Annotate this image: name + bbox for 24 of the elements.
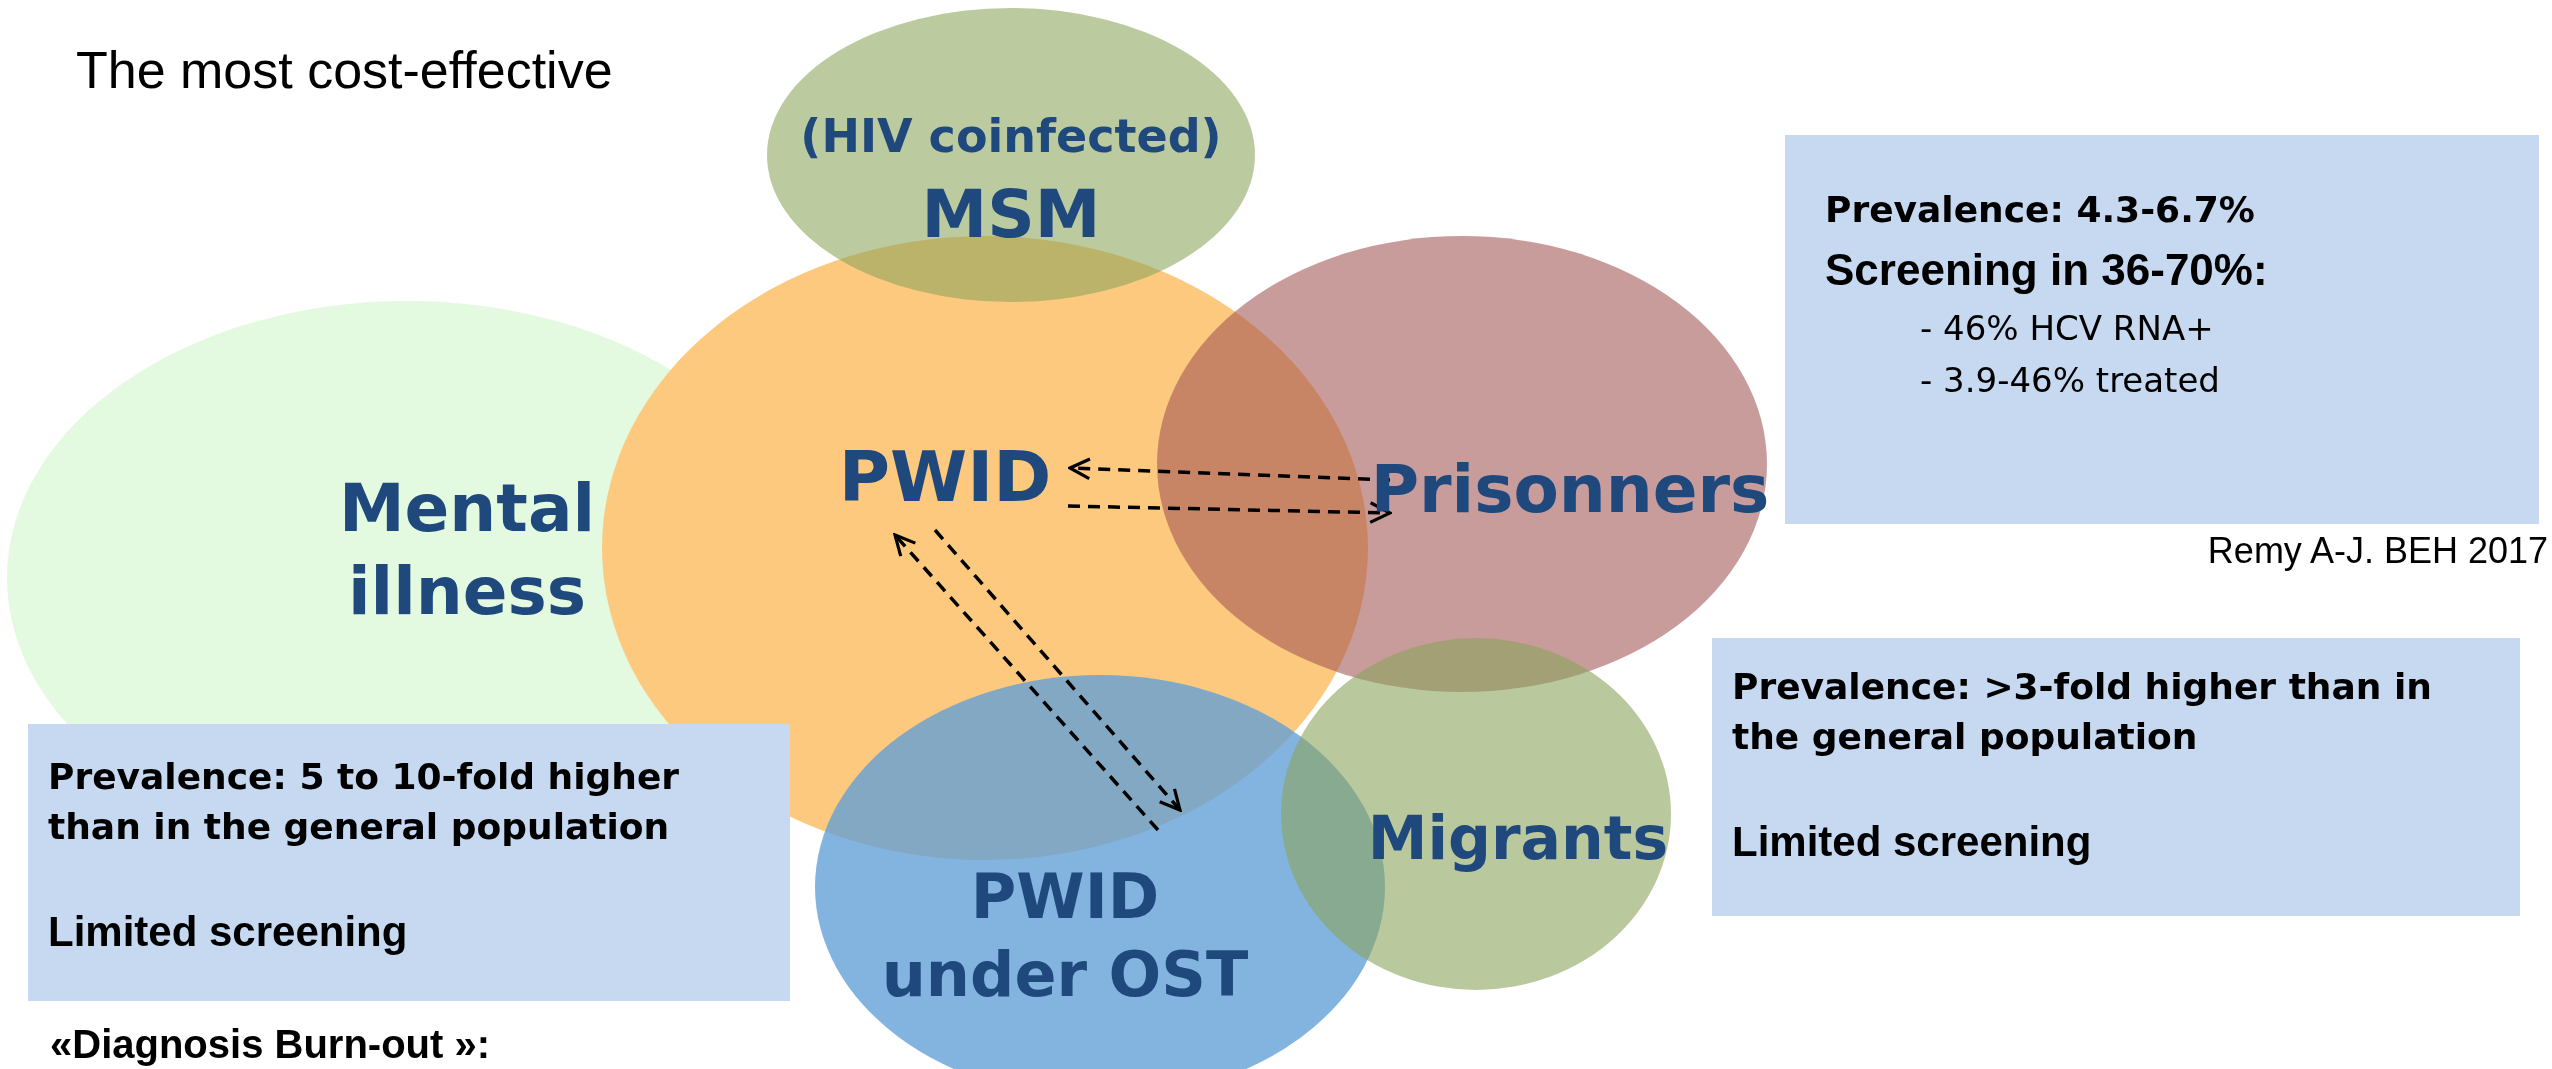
group-label: PWID xyxy=(838,435,1052,521)
group-label: PWID under OST xyxy=(880,858,1250,1012)
info-text: Screening in 36-70%: xyxy=(1825,244,2269,297)
info-text: Prevalence: 4.3-6.7% xyxy=(1825,188,2256,232)
title: The most cost-effective xyxy=(76,40,613,100)
info-panel xyxy=(1785,135,2539,524)
dashed-arrow xyxy=(1067,501,1392,524)
info-text: Prevalence: >3-fold higher than in the general population xyxy=(1732,665,2433,760)
dashed-arrow xyxy=(893,533,1160,832)
group-label: Mental illness xyxy=(337,468,597,631)
info-text: Limited screening xyxy=(48,906,409,957)
info-text: - 46% HCV RNA+ xyxy=(1920,307,2215,350)
info-text: Prevalence: 5 to 10-fold higher than in the general population xyxy=(48,755,681,850)
note-heading: «Diagnosis Burn-out »: xyxy=(50,1022,491,1067)
info-text: - 3.9-46% treated xyxy=(1920,358,2221,402)
group-label: Prisonners xyxy=(1370,449,1770,530)
dashed-arrow xyxy=(933,528,1182,812)
group-label: Migrants xyxy=(1367,801,1669,875)
group-label: MSM xyxy=(921,174,1101,255)
info-panel xyxy=(1712,638,2520,916)
citation: Remy A-J. BEH 2017 xyxy=(2207,530,2548,572)
info-text: Limited screening xyxy=(1732,816,2093,867)
group-label: (HIV coinfected) xyxy=(800,108,1222,166)
info-panel xyxy=(28,724,790,1001)
